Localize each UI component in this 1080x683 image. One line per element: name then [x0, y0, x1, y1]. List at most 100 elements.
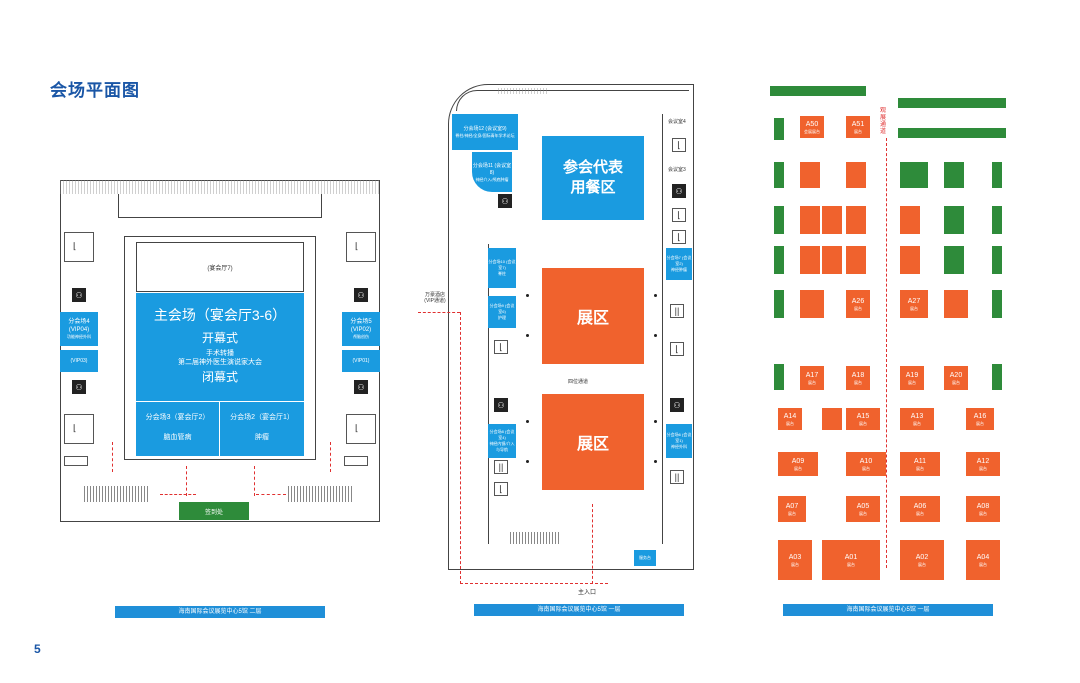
green-booth [898, 98, 1006, 108]
green-booth [898, 128, 1006, 138]
stair-icon: ⌊ [73, 423, 77, 433]
main-entrance-label: 主入口 [578, 590, 597, 596]
booth-name: 展台 [979, 561, 987, 567]
pillar-dot [654, 460, 657, 463]
route-line [186, 466, 187, 496]
checkin-label: 签到处 [204, 509, 223, 516]
restroom-icon: ⚇ [670, 398, 684, 412]
sub-hall-2-label: 分会场2（宴会厅1） [230, 414, 294, 421]
sub-hall-11-topic: 神经介入/颅底肿瘤 [475, 176, 509, 182]
pillar-dot [526, 460, 529, 463]
booth-name: 展台 [794, 465, 802, 471]
left-stair-2: ⌊ [64, 414, 94, 444]
restroom-icon: ⚇ [354, 380, 368, 394]
sub-hall-11: 分会场11 (会议室8) 神经介入/颅底肿瘤 [472, 152, 512, 192]
booth-id: A50 [805, 120, 819, 128]
booth-id: A04 [976, 553, 990, 561]
restroom-icon: ⚇ [494, 398, 508, 412]
right-footer-bar: 海南国际会议展览中心5馆 一层 [783, 604, 993, 616]
stair-icon: ⌊ [494, 340, 508, 354]
booth-id: A01 [844, 553, 858, 561]
room3-label: 会议室3 [668, 167, 686, 173]
booth-name: 展台 [854, 305, 862, 311]
sub-hall-5: 分会场5 (VIP02) 颅脑创伤 [342, 312, 380, 346]
restroom-icon: ⚇ [72, 288, 86, 302]
route-line [112, 442, 113, 472]
sub-hall-5-label: 分会场5 (VIP02) [350, 319, 372, 333]
aisle-line [886, 138, 887, 568]
green-booth [944, 162, 964, 188]
sub-hall-8-label: 分会场8 (会议室4) [489, 429, 515, 440]
booth-id: A18 [851, 371, 865, 379]
inner-left-wall [488, 244, 489, 544]
green-booth [944, 206, 964, 234]
congress-label: 第二届神外医生演说家大会 [178, 359, 262, 366]
sub-hall-7-topic: 神经肿瘤 [671, 267, 687, 272]
sub-hall-6-label: 分会场6 (会议室1) [666, 432, 692, 443]
stairs [510, 532, 560, 544]
sub-hall-5-topic: 颅脑创伤 [353, 334, 369, 339]
booth-id: A07 [785, 502, 799, 510]
green-booth [992, 162, 1002, 188]
booth-unlabeled [822, 408, 842, 430]
dining-area: 参会代表用餐区 [542, 136, 644, 220]
booth-name: 展台 [916, 510, 924, 516]
booth-unlabeled [822, 206, 842, 234]
sub-hall-9-topic: 护理 [498, 315, 506, 320]
route-line [460, 583, 608, 584]
left-elevator [64, 456, 88, 466]
restroom-icon: ⚇ [72, 380, 86, 394]
elevator-icon: || [670, 304, 684, 318]
route-line [592, 504, 594, 584]
pillar-dot [526, 420, 529, 423]
sub-hall-4-label: 分会场4 (VIP04) [68, 319, 90, 333]
inner-right-wall [662, 114, 663, 544]
middle-floor-plan: 分会场12 (会议室9) 脊柱/神经/全身/国际青年学术论坛 分会场11 (会议… [448, 84, 694, 596]
left-stairs [84, 486, 148, 502]
left-floor-plan: (宴会厅7) 主会场（宴会厅3-6） 开幕式 手术转播 第二届神外医生演说家大会… [60, 180, 380, 522]
top-wall-band [60, 180, 380, 194]
booth-unlabeled [846, 206, 866, 234]
route-line [254, 466, 255, 496]
opening-label: 开幕式 [201, 331, 238, 345]
booth-name: 展台 [908, 379, 916, 385]
middle-footer-bar: 海南国际会议展览中心5馆 一层 [474, 604, 684, 616]
checkin-desk: 签到处 [179, 502, 249, 520]
route-line [418, 312, 460, 313]
route-line [160, 494, 196, 495]
hall7-label: (宴会厅7) [207, 265, 233, 272]
booth-name: 展台 [910, 305, 918, 311]
booth-name: 展台 [786, 420, 794, 426]
sub-hall-3-label: 分会场3（宴会厅2） [145, 414, 210, 421]
vip03-label: (VIP03) [70, 358, 88, 364]
route-line [330, 442, 331, 472]
sub-hall-11-label: 分会场11 (会议室8) [472, 162, 512, 176]
stair-icon: ⌊ [670, 342, 684, 356]
expo-area-2: 展区 [542, 394, 644, 490]
vip01-label: (VIP01) [352, 358, 370, 364]
pillar-dot [654, 420, 657, 423]
green-booth [774, 206, 784, 234]
top-shading [498, 88, 548, 94]
elevator-icon: || [670, 470, 684, 484]
green-booth [774, 364, 784, 390]
pillar-dot [654, 334, 657, 337]
booth-id: A16 [973, 412, 987, 420]
sub-hall-12: 分会场12 (会议室9) 脊柱/神经/全身/国际青年学术论坛 [452, 114, 518, 150]
right-stair-2: ⌊ [346, 414, 376, 444]
stair-icon: ⌊ [355, 423, 359, 433]
sub-hall-9: 分会场9 (会议室6) 护理 [488, 296, 516, 328]
route-line [256, 494, 286, 495]
main-hall: 主会场（宴会厅3-6） 开幕式 手术转播 第二届神外医生演说家大会 闭幕式 [136, 293, 304, 401]
page-title: 会场平面图 [50, 81, 140, 100]
booth-name: 展台 [808, 379, 816, 385]
booth-unlabeled [800, 290, 824, 318]
sub-hall-10-topic: 脊柱 [498, 271, 506, 276]
